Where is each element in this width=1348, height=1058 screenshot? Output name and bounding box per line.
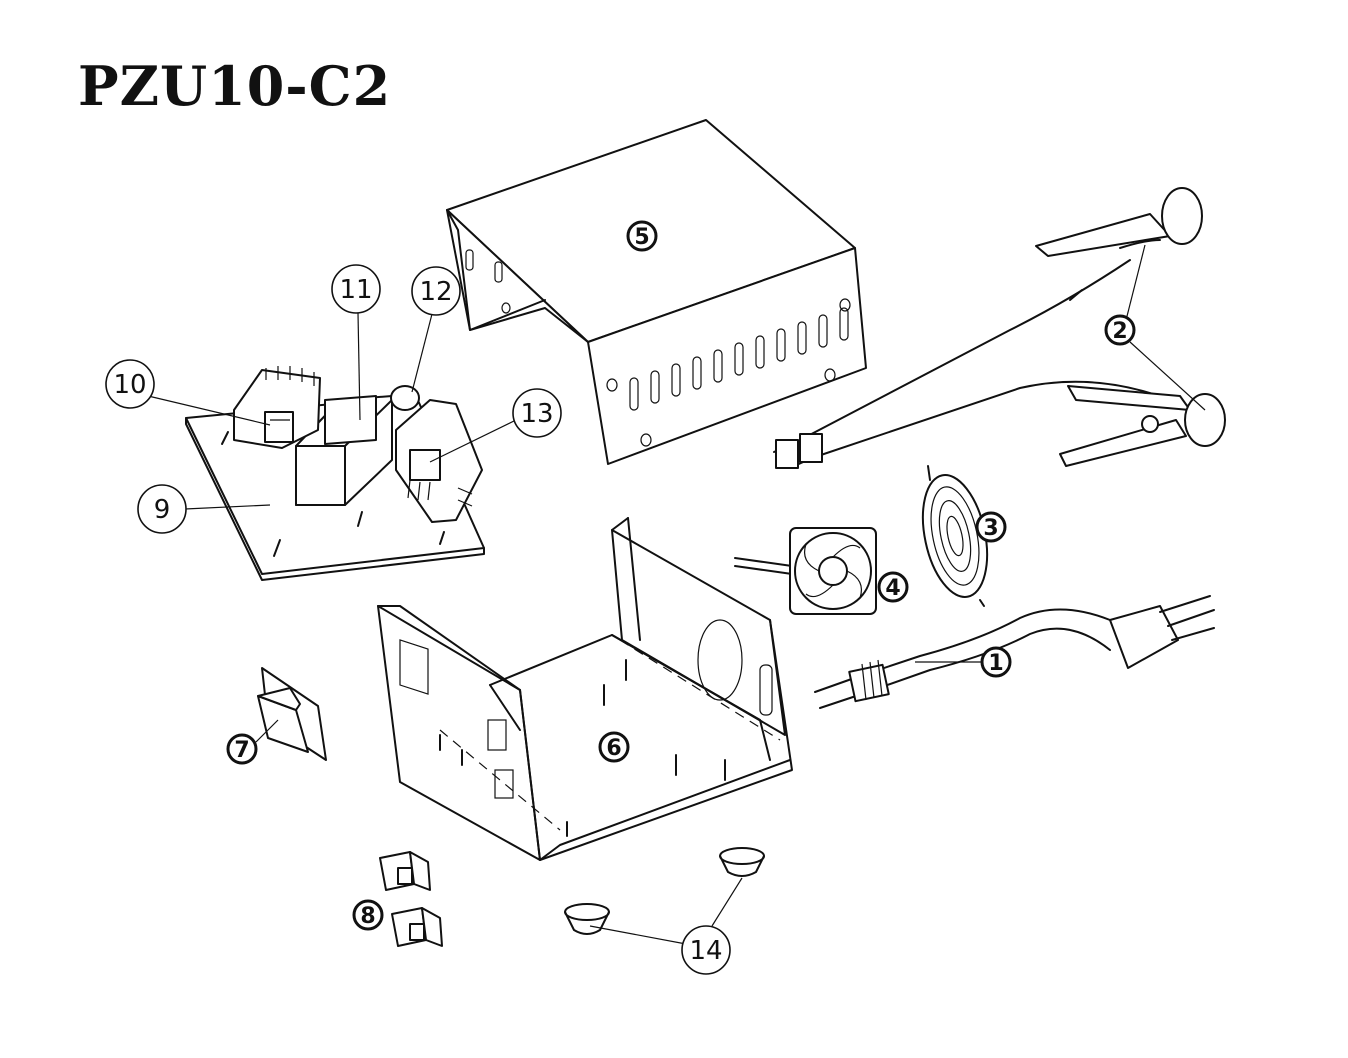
callout-4: 4	[877, 571, 909, 603]
fan-guard-part	[921, 465, 989, 607]
battery-clamps-part	[773, 187, 1226, 469]
rubber-feet-part	[564, 847, 765, 935]
model-title: PZU10-C2	[78, 54, 392, 118]
callout-6: 6	[598, 731, 630, 763]
svg-text:14: 14	[689, 936, 722, 966]
svg-text:4: 4	[885, 576, 900, 601]
callout-10: 10	[105, 359, 155, 409]
svg-text:7: 7	[234, 738, 249, 763]
svg-text:11: 11	[339, 275, 372, 305]
leader-lines	[143, 244, 1206, 945]
panel-meter-part	[257, 667, 327, 761]
callout-2: 2	[1104, 314, 1136, 346]
callout-9: 9	[137, 484, 187, 534]
svg-text:13: 13	[520, 399, 553, 429]
circuit-board-part	[185, 366, 485, 581]
callout-1: 1	[980, 646, 1012, 678]
svg-text:2: 2	[1112, 319, 1127, 344]
callout-13: 13	[512, 388, 562, 438]
callout-8: 8	[352, 899, 384, 931]
svg-text:10: 10	[113, 370, 146, 400]
svg-text:5: 5	[634, 225, 649, 250]
svg-text:1: 1	[988, 651, 1003, 676]
callout-11: 11	[331, 264, 381, 314]
power-cord-part	[814, 595, 1215, 709]
base-chassis-part	[377, 517, 793, 861]
svg-text:6: 6	[606, 736, 621, 761]
rocker-switches-part	[379, 851, 443, 947]
callout-3: 3	[975, 511, 1007, 543]
callout-5: 5	[626, 220, 658, 252]
svg-text:12: 12	[419, 277, 452, 307]
callout-7: 7	[226, 733, 258, 765]
cooling-fan-part	[734, 527, 877, 615]
callout-12: 12	[411, 266, 461, 316]
svg-text:9: 9	[154, 495, 171, 525]
svg-text:8: 8	[360, 904, 375, 929]
svg-text:3: 3	[983, 516, 998, 541]
callout-14: 14	[681, 925, 731, 975]
top-cover-part	[446, 119, 867, 465]
